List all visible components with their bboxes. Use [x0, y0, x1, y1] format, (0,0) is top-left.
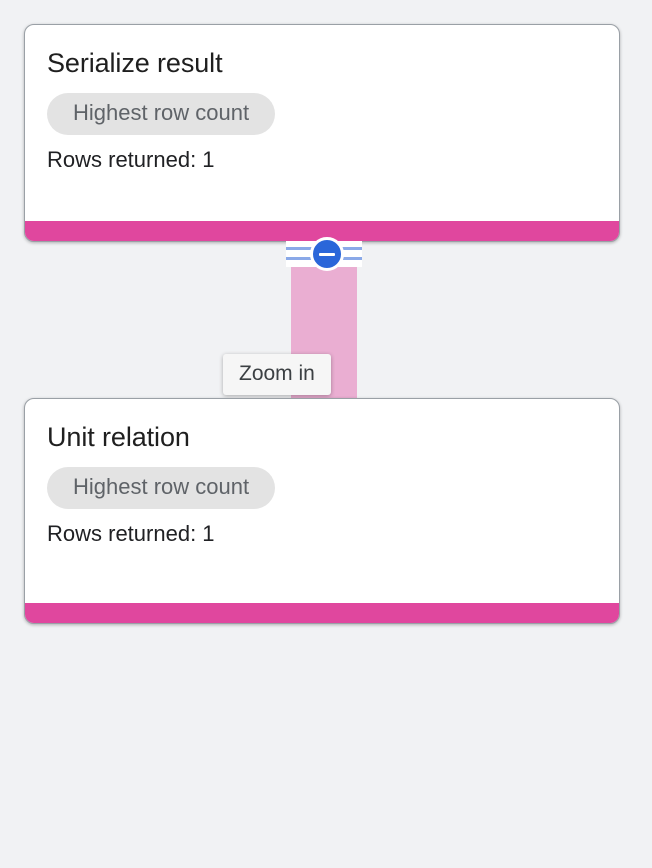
rows-returned-text: Rows returned: 1 [47, 521, 215, 547]
status-badge: Highest row count [47, 93, 276, 136]
node-title: Serialize result [47, 48, 223, 78]
node-status-bar [25, 221, 619, 241]
node-card-unit-relation[interactable]: Unit relation Highest row count Rows ret… [24, 398, 620, 624]
zoom-in-tooltip: Zoom in [223, 354, 331, 396]
minus-circle-icon[interactable] [310, 237, 344, 271]
rows-returned-text: Rows returned: 1 [47, 147, 215, 173]
node-status-bar [25, 603, 619, 623]
node-card-body: Unit relation Highest row count Rows ret… [25, 399, 619, 548]
minus-glyph-icon [319, 252, 335, 256]
edge-control-group[interactable] [286, 237, 362, 271]
node-card-body: Serialize result Highest row count Rows … [25, 25, 619, 174]
node-title: Unit relation [47, 422, 190, 452]
status-badge: Highest row count [47, 467, 276, 510]
node-card-serialize-result[interactable]: Serialize result Highest row count Rows … [24, 24, 620, 242]
